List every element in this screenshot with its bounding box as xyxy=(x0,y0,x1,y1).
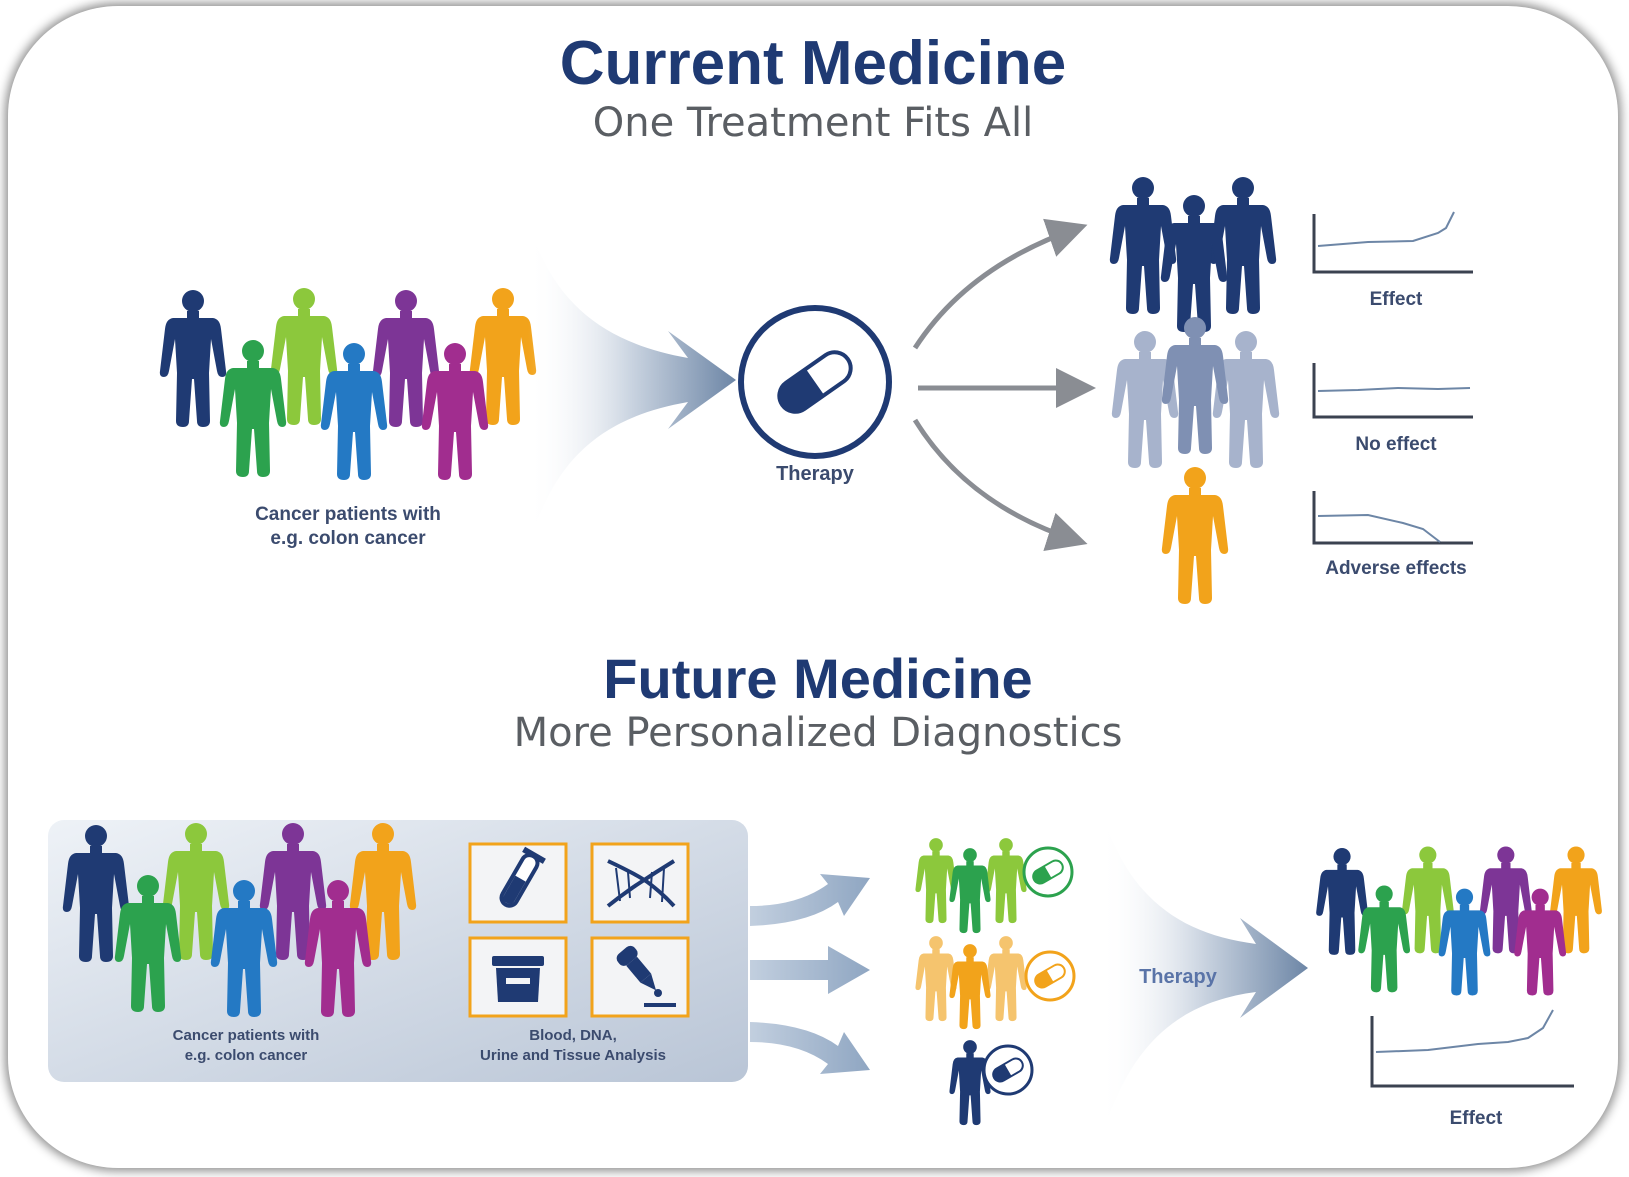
chart-axes xyxy=(1370,1016,1574,1088)
treated-patient-group xyxy=(1316,846,1602,996)
patient-figure xyxy=(1161,467,1229,604)
effect-chart xyxy=(1312,211,1473,274)
current-patients-label: e.g. colon cancer xyxy=(270,528,426,549)
diagram-frame: Current Medicine One Treatment Fits All … xyxy=(8,6,1618,1168)
responder-group xyxy=(1109,177,1277,332)
funnel-arrow xyxy=(528,221,736,551)
patient-figure xyxy=(159,290,227,427)
pipette-dropper-icon xyxy=(590,936,690,1018)
test-tube-icon xyxy=(468,842,568,924)
future-title: Future Medicine xyxy=(603,647,1032,710)
trend-line-rising xyxy=(1317,211,1455,247)
patient-figure xyxy=(949,1040,991,1126)
adverse-group xyxy=(1161,467,1229,604)
patient-figure xyxy=(915,838,957,924)
outcome-label-adverse: Adverse effects xyxy=(1325,558,1467,579)
current-title: Current Medicine xyxy=(560,29,1066,98)
split-arrow-down xyxy=(750,1022,870,1074)
patient-figure xyxy=(949,848,991,934)
split-arrow-up xyxy=(750,874,870,926)
future-patients-label: Cancer patients with xyxy=(173,1027,320,1044)
future-therapy-label: Therapy xyxy=(1139,966,1218,988)
capsule-icon xyxy=(982,1044,1034,1096)
chart-axes xyxy=(1312,214,1473,274)
patient-figure xyxy=(985,936,1027,1022)
capsule-icon xyxy=(1022,846,1074,898)
future-effect-label: Effect xyxy=(1450,1108,1503,1129)
analysis-label: Urine and Tissue Analysis xyxy=(480,1047,666,1064)
trend-line-falling xyxy=(1317,513,1441,543)
split-arrow-middle xyxy=(750,946,870,994)
navy-subgroup xyxy=(949,1040,1034,1126)
trend-line-rising xyxy=(1375,1009,1554,1053)
patient-figure xyxy=(1514,888,1567,996)
analysis-label: Blood, DNA, xyxy=(529,1027,617,1044)
current-therapy-label: Therapy xyxy=(776,463,855,485)
current-patients-label: Cancer patients with xyxy=(255,504,441,525)
diagram-canvas: Current Medicine One Treatment Fits All … xyxy=(48,29,1602,1146)
green-subgroup xyxy=(915,838,1074,934)
branch-arrow-down xyxy=(912,418,1088,551)
outcome-label-effect: Effect xyxy=(1370,289,1423,310)
patient-figure xyxy=(949,944,991,1030)
future-patients-label: e.g. colon cancer xyxy=(185,1047,308,1064)
patient-figure xyxy=(1161,317,1229,454)
capsule-icon xyxy=(1024,950,1076,1002)
chart-axes xyxy=(1312,363,1473,419)
orange-subgroup xyxy=(915,936,1076,1030)
future-effect-chart xyxy=(1370,1009,1574,1088)
non-responder-group xyxy=(1111,317,1280,468)
current-patient-group xyxy=(159,288,537,480)
outcome-label-no-effect: No effect xyxy=(1355,434,1437,455)
current-subtitle: One Treatment Fits All xyxy=(593,100,1033,146)
future-funnel-arrow xyxy=(1100,806,1308,1146)
dna-icon xyxy=(590,842,690,924)
future-subtitle: More Personalized Diagnostics xyxy=(514,710,1123,756)
branch-arrow-up xyxy=(912,218,1088,350)
capsule-icon xyxy=(738,305,892,459)
no-effect-chart xyxy=(1312,363,1473,419)
patient-figure xyxy=(915,936,957,1022)
trend-line-flat xyxy=(1317,386,1471,392)
patient-figure xyxy=(985,838,1027,924)
chart-axes xyxy=(1312,491,1473,545)
adverse-chart xyxy=(1312,491,1473,545)
specimen-container-icon xyxy=(468,936,568,1018)
